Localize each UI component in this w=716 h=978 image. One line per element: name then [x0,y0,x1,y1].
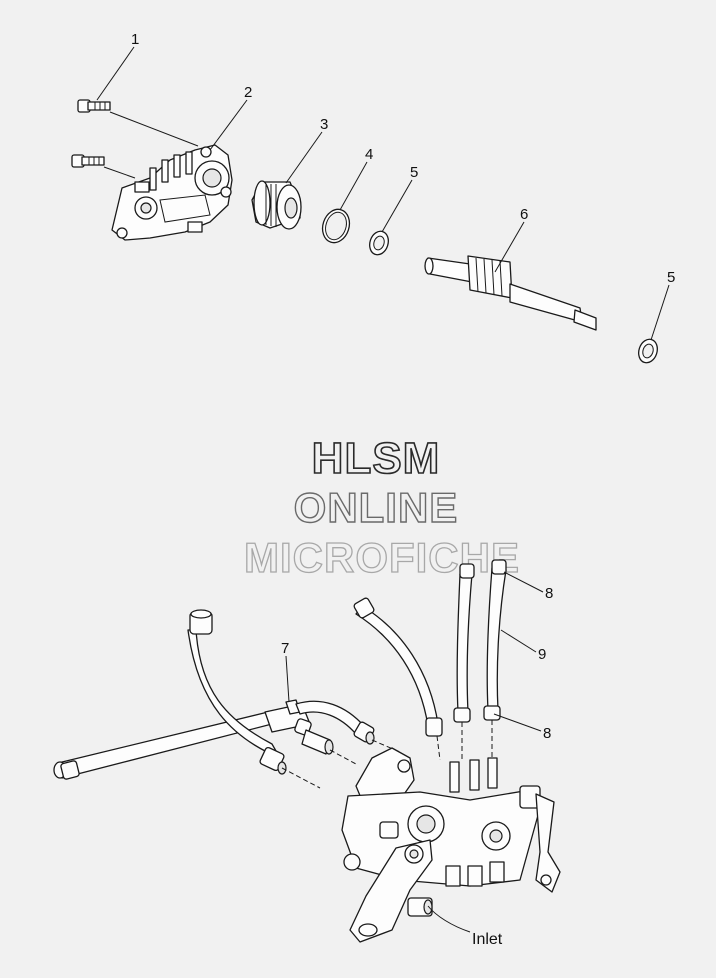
o-ring-part-4 [321,208,351,244]
inlet-label: Inlet [472,931,503,948]
watermark-hlsm: HLSM [312,434,441,483]
oil-pump-assembly [341,747,561,943]
callout-5-lower: 5 [667,269,675,286]
oil-line-long [53,711,273,780]
oil-pump-body-part-2 [111,144,233,241]
oil-hose-part-9-left [453,563,475,723]
watermark-online: ONLINE [294,484,459,531]
oil-hose-part-9-right [483,559,507,721]
callout-8-upper: 8 [545,585,553,602]
callout-2: 2 [244,84,252,101]
callout-3: 3 [320,116,328,133]
oil-hose-center [353,597,443,737]
gear-shaft-part-6 [424,255,597,331]
callout-8-lower: 8 [543,725,551,742]
bolt-part-1-lower [71,154,105,168]
washer-part-5-lower [638,338,658,364]
callout-4: 4 [365,146,373,163]
washer-part-5-upper [369,230,389,256]
callout-9: 9 [538,646,546,663]
callout-7: 7 [281,640,289,657]
callout-5-upper: 5 [410,164,418,181]
callout-6: 6 [520,206,528,223]
oil-hose-tee-right [295,700,375,745]
callout-1: 1 [131,31,139,48]
drive-gear-part-3 [251,180,302,230]
watermark-microfiche: MICROFICHE [244,534,520,581]
bolt-part-1-upper [77,99,111,113]
